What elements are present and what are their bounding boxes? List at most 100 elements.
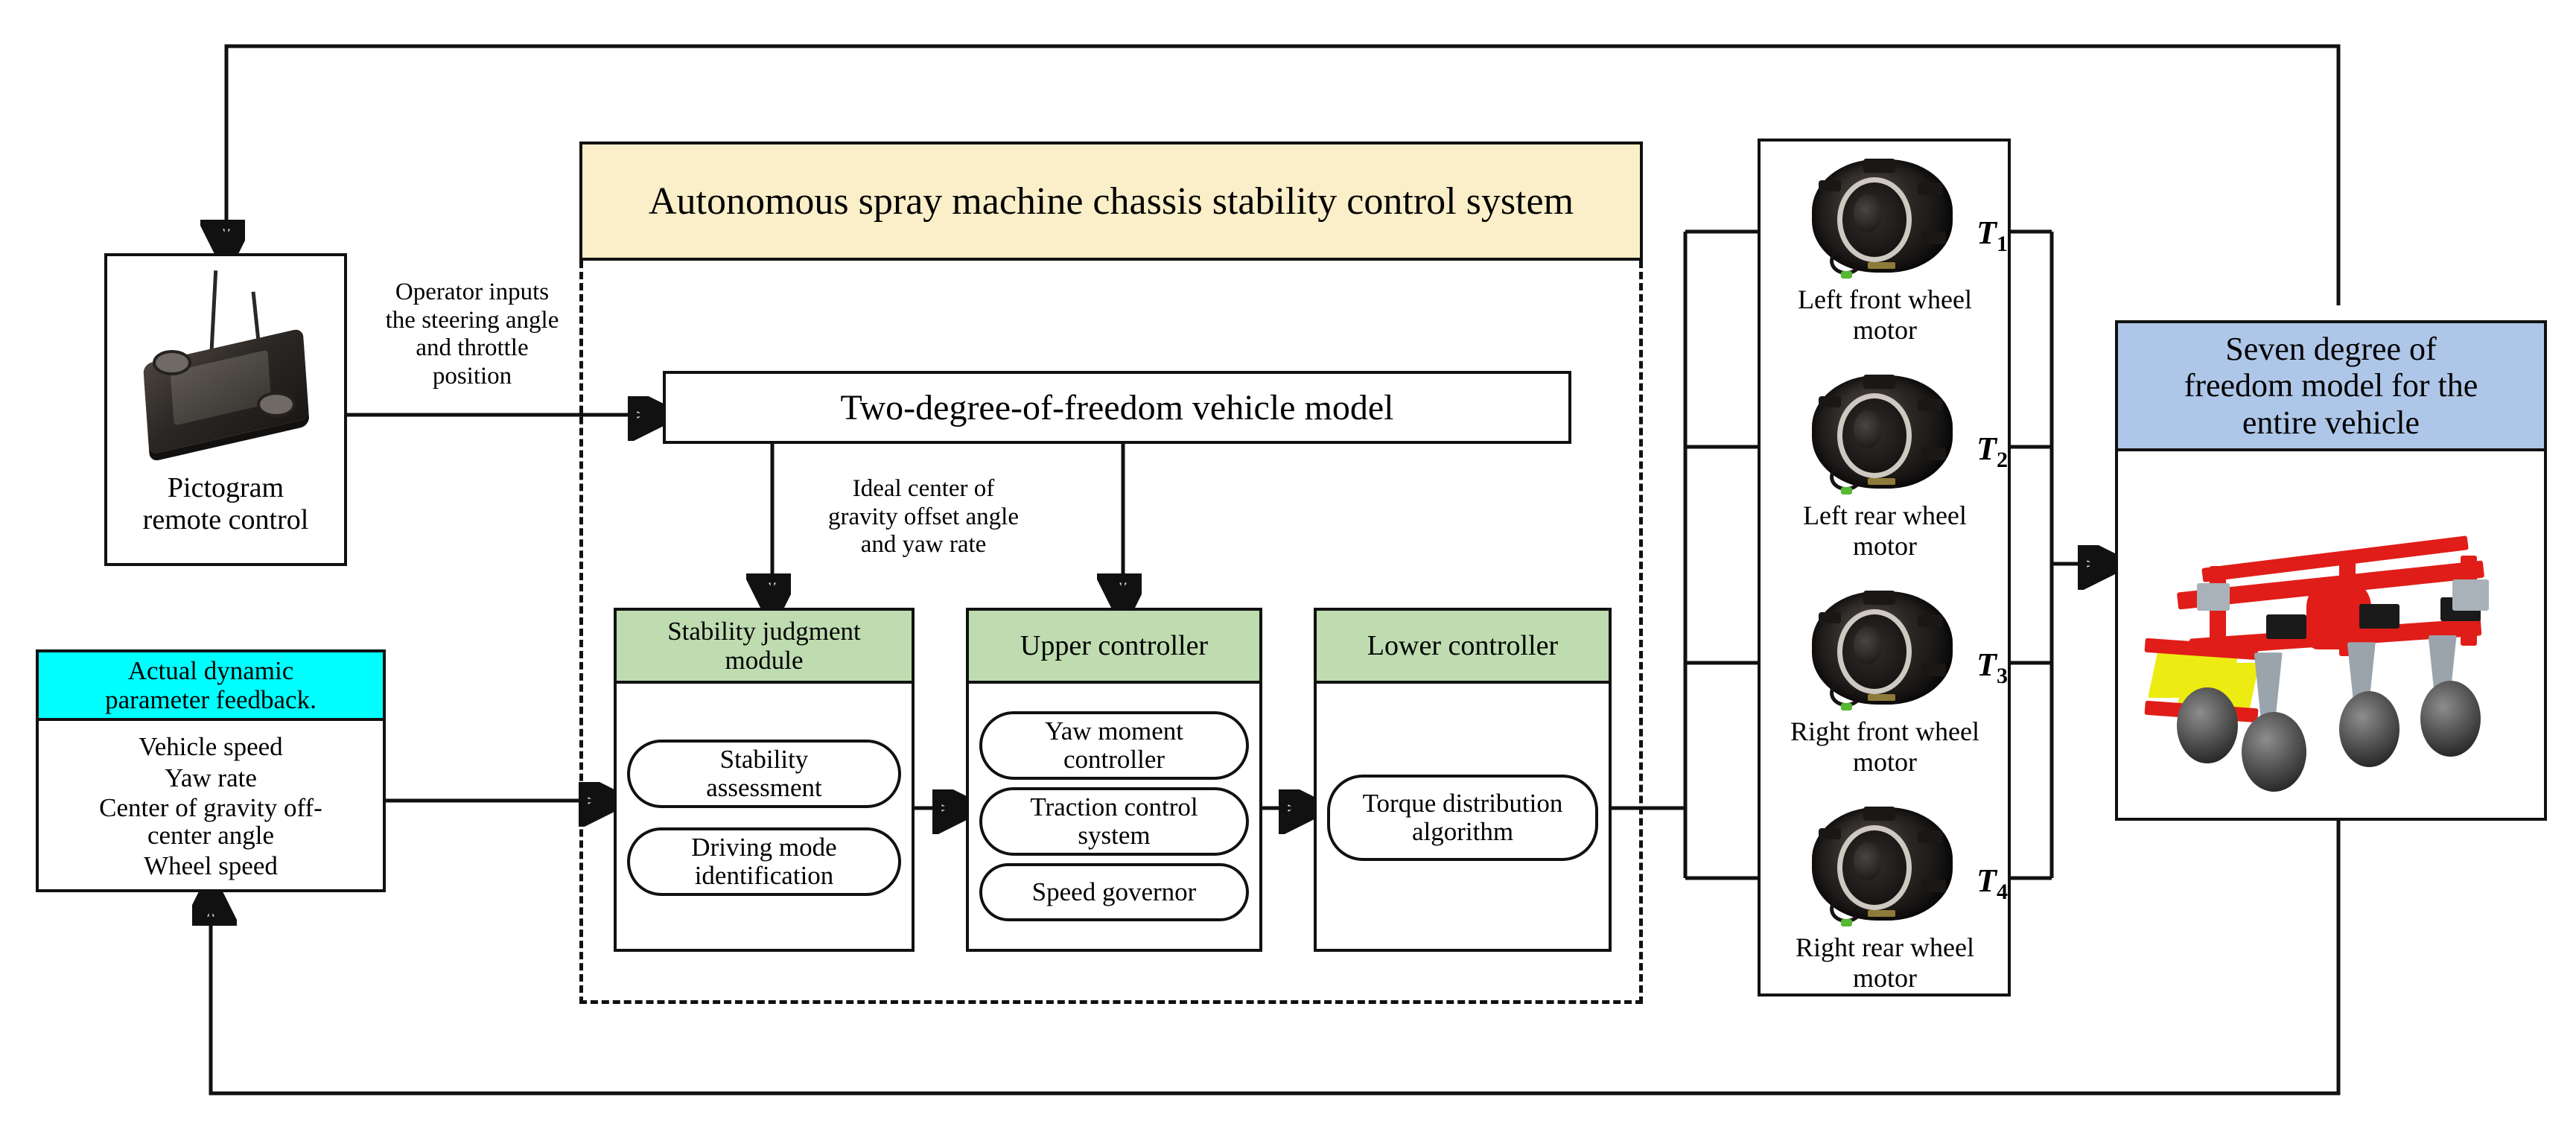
feedback-item: Center of gravity off- center angle: [99, 793, 322, 850]
motor-4-icon: [1802, 800, 1962, 928]
remote-control-caption: Pictogram remote control: [142, 472, 309, 536]
system-title-banner: Autonomous spray machine chassis stabili…: [579, 142, 1643, 261]
cable-tip: [1840, 702, 1852, 711]
feedback-item: Wheel speed: [144, 851, 278, 880]
hub-shape: [1853, 626, 1883, 665]
feedback-box-header: Actual dynamic parameter feedback.: [39, 652, 383, 721]
motor-1-caption: Left front wheel motor: [1798, 284, 1972, 346]
pill-yaw-moment-controller[interactable]: Yaw moment controller: [979, 711, 1249, 780]
bracket: [2197, 583, 2230, 611]
actuator: [2359, 604, 2400, 629]
motor-1-torque-label: T1: [1951, 177, 2033, 257]
cable-tip: [1840, 486, 1852, 495]
upper-controller-pills: Yaw moment controller Traction control s…: [969, 684, 1259, 952]
two-dof-vehicle-model-box: Two-degree-of-freedom vehicle model: [663, 371, 1571, 444]
feedback-box-items: Vehicle speed Yaw rate Center of gravity…: [39, 721, 383, 892]
motor-2-caption: Left rear wheel motor: [1803, 500, 1967, 562]
pill-torque-distribution-algorithm-label: Torque distribution algorithm: [1362, 788, 1563, 846]
connector-bar: [1868, 477, 1895, 485]
pill-driving-mode-identification-label: Driving mode identification: [691, 832, 837, 890]
actuator: [2265, 614, 2307, 639]
lower-controller-pills: Torque distribution algorithm: [1317, 684, 1609, 952]
stability-judgment-header-text: Stability judgment module: [667, 616, 861, 675]
remote-control-icon: [115, 262, 337, 471]
pill-yaw-moment-controller-label: Yaw moment controller: [1044, 716, 1184, 774]
tread-lug: [1863, 806, 1895, 821]
motor-3-icon: [1802, 584, 1962, 712]
tread-lug: [1921, 663, 1947, 676]
upper-controller-box: Upper controller Yaw moment controller T…: [966, 608, 1262, 952]
joystick-right-icon: [256, 391, 296, 418]
vehicle-render-icon: [2128, 462, 2534, 809]
torque-symbol: T: [1976, 430, 1997, 468]
connector-bar: [1868, 261, 1895, 269]
vehicle-wheel: [2338, 690, 2400, 768]
tread-lug: [1917, 398, 1944, 412]
hub-shape: [1853, 194, 1883, 233]
tread-lug: [1921, 447, 1947, 460]
motor-2-icon: [1802, 368, 1962, 496]
bracket: [2452, 579, 2490, 611]
plant-model-box: Seven degree of freedom model for the en…: [2115, 320, 2547, 821]
operator-input-label: Operator inputs the steering angle and t…: [385, 279, 559, 390]
hub-shape: [1853, 842, 1883, 881]
tread-lug: [1863, 158, 1895, 173]
tread-lug: [1863, 374, 1895, 389]
tread-lug: [1921, 231, 1947, 244]
torque-index: 1: [1996, 231, 2008, 256]
plant-model-header: Seven degree of freedom model for the en…: [2118, 323, 2544, 451]
tread-lug: [1818, 395, 1841, 408]
tread-lug: [1863, 590, 1895, 605]
tread-lug: [1917, 830, 1944, 844]
cable-tip: [1840, 270, 1852, 279]
torque-index: 3: [1996, 663, 2008, 688]
ideal-state-label: Ideal center of gravity offset angle and…: [828, 475, 1019, 559]
tread-lug: [1818, 611, 1841, 624]
motor-3-torque-label: T3: [1951, 609, 2033, 689]
torque-symbol: T: [1976, 214, 1997, 252]
pill-torque-distribution-algorithm[interactable]: Torque distribution algorithm: [1327, 775, 1598, 861]
torque-index: 4: [1996, 879, 2008, 904]
pill-traction-control-system[interactable]: Traction control system: [979, 787, 1249, 856]
feedback-item: Yaw rate: [165, 763, 257, 793]
two-dof-vehicle-model-label: Two-degree-of-freedom vehicle model: [840, 387, 1394, 427]
tread-lug: [1818, 179, 1841, 192]
system-title-text: Autonomous spray machine chassis stabili…: [648, 179, 1574, 223]
torque-index: 2: [1996, 447, 2008, 472]
remote-control-box: Pictogram remote control: [104, 253, 347, 566]
pill-driving-mode-identification[interactable]: Driving mode identification: [627, 827, 901, 896]
motor-2-torque-label: T2: [1951, 393, 2033, 473]
plant-model-header-text: Seven degree of freedom model for the en…: [2184, 331, 2478, 441]
tread-lug: [1921, 879, 1947, 892]
motor-3-caption: Right front wheel motor: [1790, 716, 1979, 778]
cable-tip: [1840, 918, 1852, 927]
stability-judgment-module-box: Stability judgment module Stability asse…: [614, 608, 915, 952]
connector-bar: [1868, 909, 1895, 917]
lower-controller-header: Lower controller: [1317, 611, 1609, 684]
feedback-box-header-text: Actual dynamic parameter feedback.: [105, 655, 317, 714]
upper-controller-header: Upper controller: [969, 611, 1259, 684]
upper-controller-header-text: Upper controller: [1020, 629, 1209, 661]
tread-lug: [1917, 614, 1944, 628]
pill-stability-assessment[interactable]: Stability assessment: [627, 740, 901, 808]
control-system-boundary: [579, 261, 1643, 1004]
connector-bar: [1868, 693, 1895, 701]
pill-speed-governor-label: Speed governor: [1031, 877, 1197, 906]
feedback-item: Vehicle speed: [139, 732, 283, 762]
motor-4-torque-label: T4: [1951, 825, 2033, 905]
hub-shape: [1853, 410, 1883, 449]
vehicle-wheel: [2420, 680, 2481, 757]
pill-stability-assessment-label: Stability assessment: [706, 744, 822, 802]
tread-lug: [1818, 827, 1841, 840]
lower-controller-header-text: Lower controller: [1367, 629, 1559, 661]
torque-symbol: T: [1976, 862, 1997, 900]
vehicle-wheel: [2177, 687, 2238, 764]
stability-judgment-pills: Stability assessment Driving mode identi…: [617, 684, 912, 952]
tread-lug: [1917, 182, 1944, 196]
pill-speed-governor[interactable]: Speed governor: [979, 863, 1249, 921]
stability-judgment-header: Stability judgment module: [617, 611, 912, 684]
pill-traction-control-system-label: Traction control system: [1030, 792, 1198, 850]
motor-1-icon: [1802, 152, 1962, 280]
vehicle-wheel: [2242, 711, 2307, 792]
